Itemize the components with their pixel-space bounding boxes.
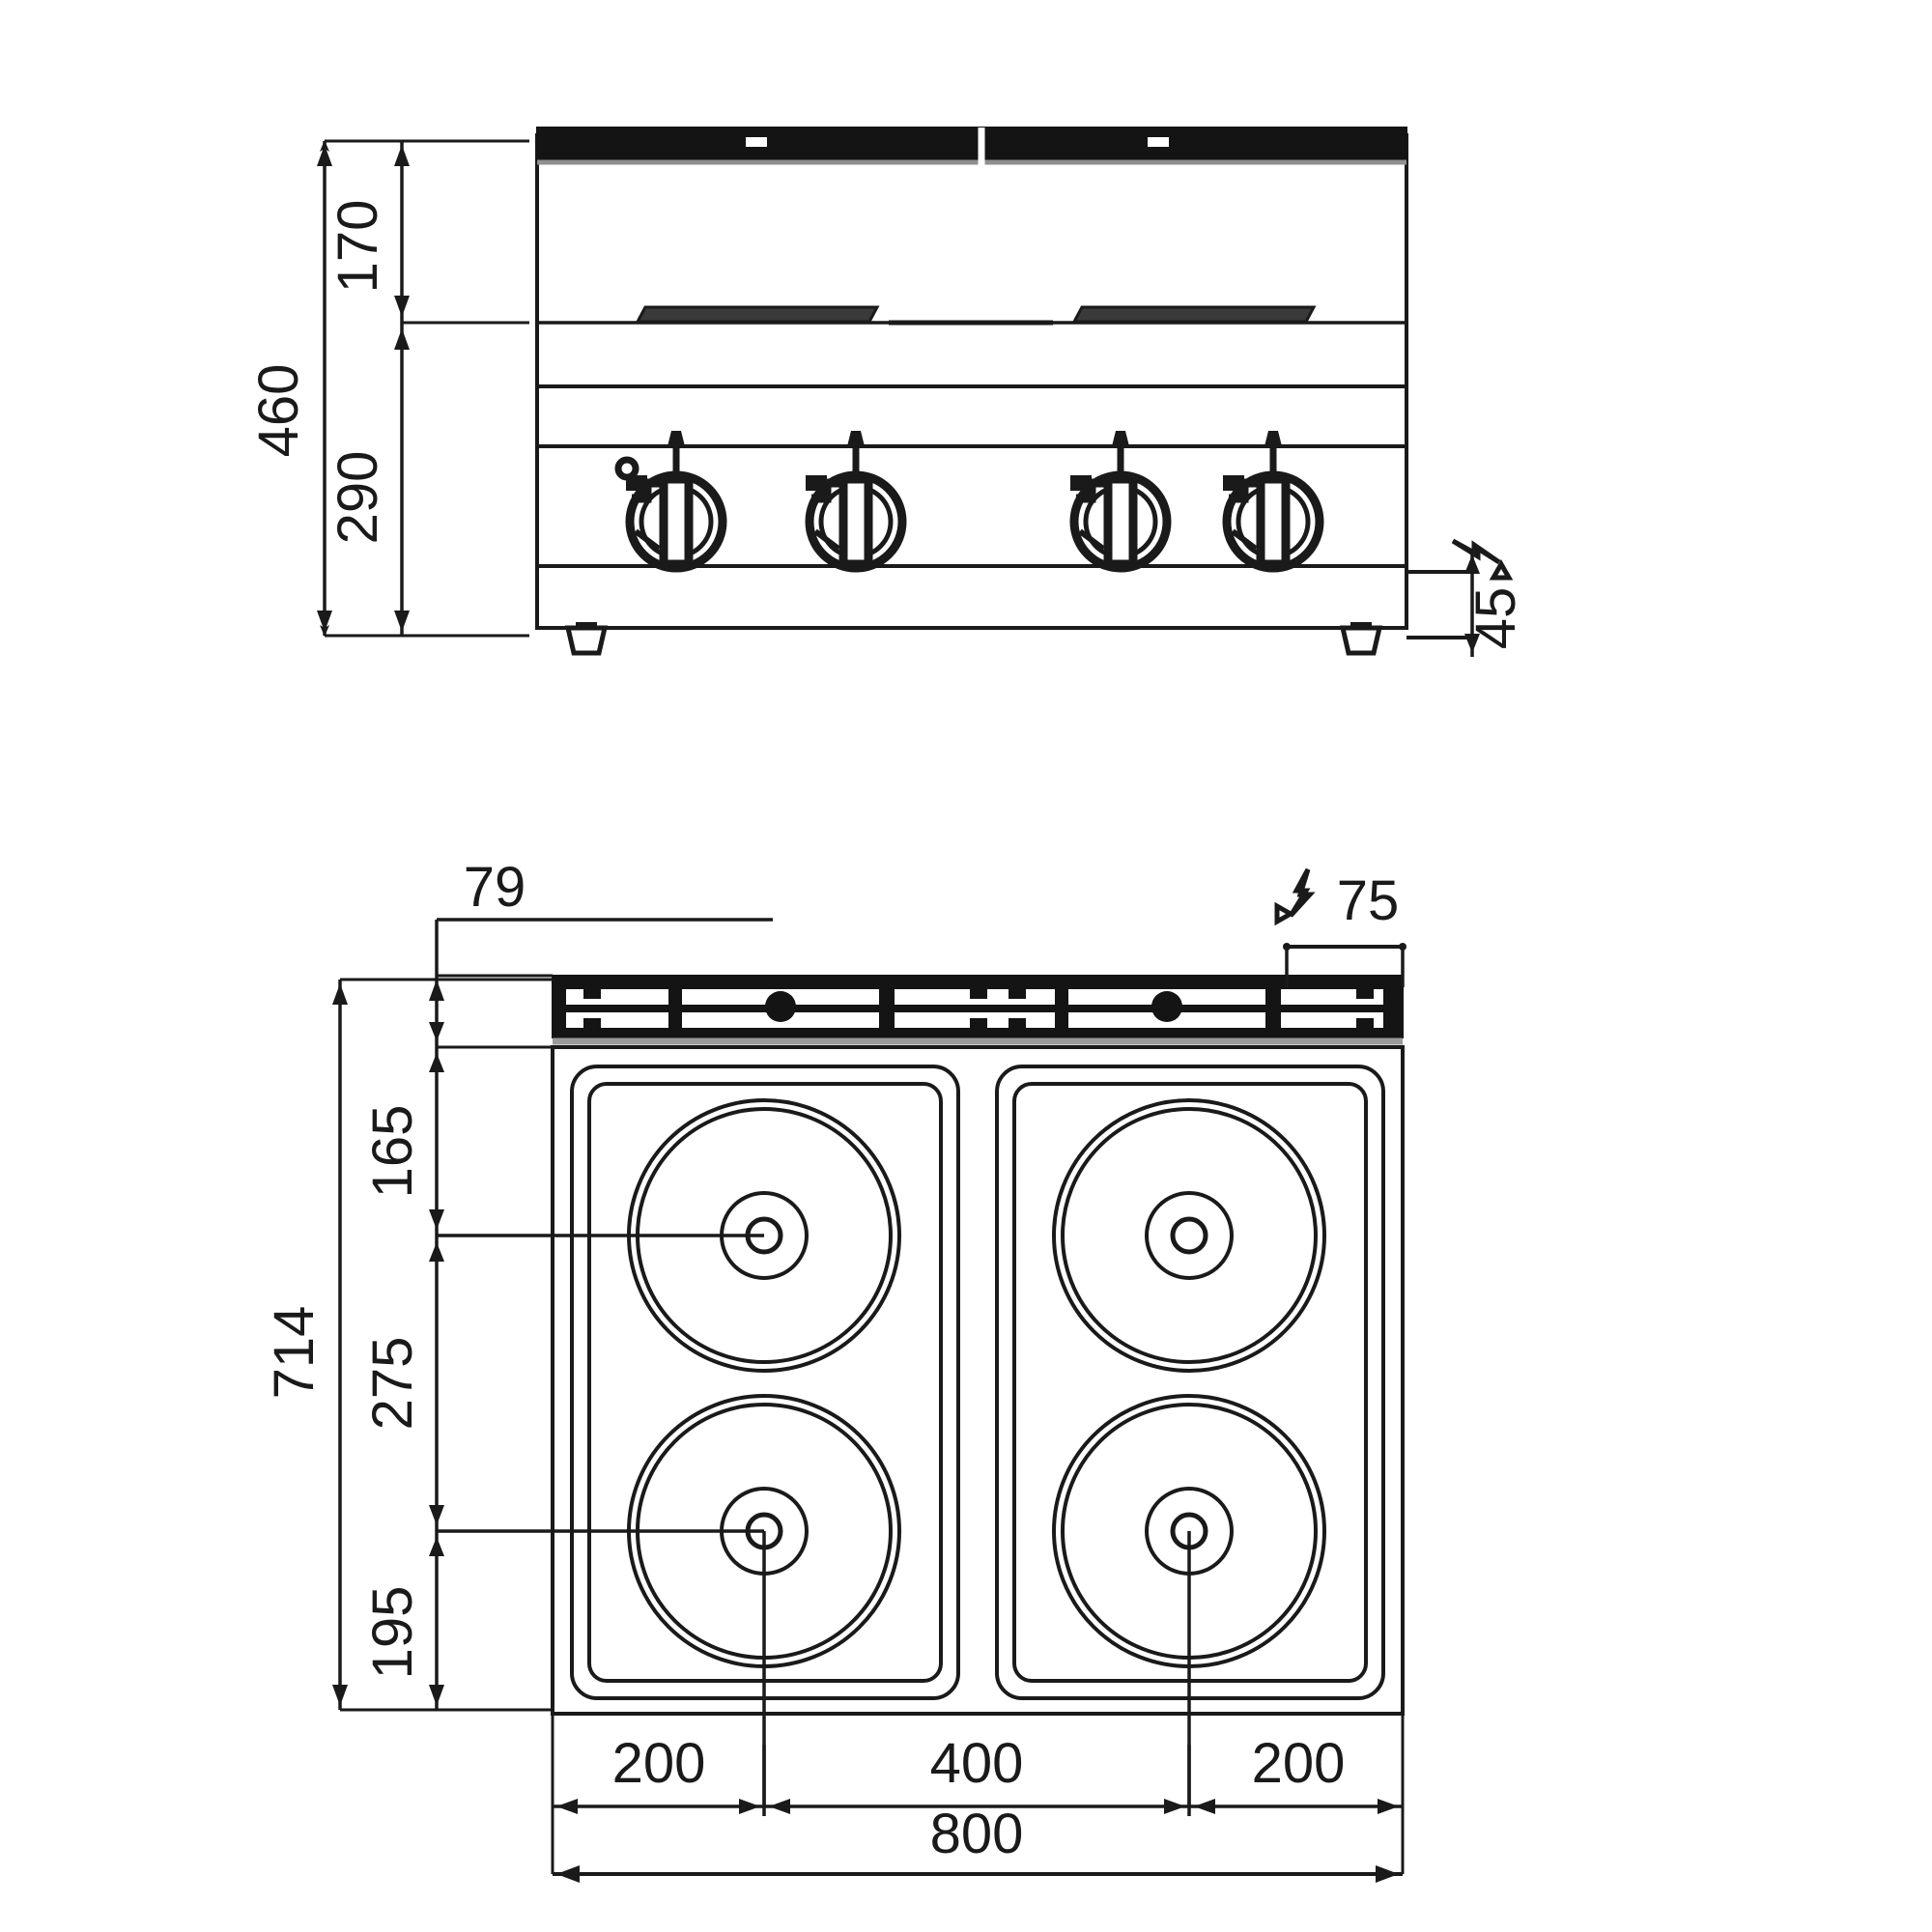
rear-rail-assembly — [552, 975, 1404, 1045]
dimension-170-290 — [394, 141, 529, 636]
dimension-chain-depth — [429, 976, 444, 1710]
dimension-label-79: 79 — [464, 856, 526, 919]
dimension-460 — [317, 139, 529, 638]
top-rail-bar — [536, 127, 1407, 161]
hotplate — [1052, 1098, 1326, 1373]
dimension-label-714: 714 — [263, 1306, 326, 1400]
dimension-800 — [553, 1865, 1403, 1883]
dimension-label-75: 75 — [1337, 869, 1400, 932]
rail-fastener — [1148, 137, 1169, 147]
top-plan-view — [332, 867, 1406, 1883]
dimension-label-195: 195 — [361, 1586, 424, 1680]
dimension-label-200-right: 200 — [1252, 1732, 1346, 1795]
dimension-label-275: 275 — [361, 1337, 424, 1431]
dimension-label-460: 460 — [247, 364, 310, 458]
dimension-label-45: 45 — [1464, 587, 1527, 650]
dimension-75 — [1274, 867, 1406, 987]
dimension-chain-width — [553, 1745, 1403, 1816]
dimension-label-170: 170 — [327, 200, 389, 294]
front-elevation-view — [317, 127, 1514, 657]
dimension-45 — [1406, 538, 1514, 657]
left-well-lip — [635, 305, 880, 324]
control-knob[interactable] — [625, 431, 1324, 573]
dimension-79 — [435, 918, 773, 976]
lightning-bolt-icon — [1274, 867, 1316, 926]
dimension-label-290: 290 — [327, 451, 389, 545]
dimension-714 — [332, 978, 553, 1712]
pilot-lamp-icon — [614, 456, 639, 481]
right-well-lip — [1071, 305, 1317, 324]
rail-fastener — [746, 137, 767, 147]
rail-band — [552, 975, 1404, 1038]
dimension-label-165: 165 — [361, 1105, 424, 1199]
front-cooktop-lips — [537, 305, 1406, 326]
dimension-label-400: 400 — [930, 1732, 1024, 1795]
lightning-bolt-icon — [1451, 538, 1514, 581]
adjustable-foot — [564, 622, 609, 656]
dimension-label-200-left: 200 — [612, 1732, 706, 1795]
adjustable-foot — [1339, 622, 1383, 656]
dimension-label-800: 800 — [930, 1803, 1024, 1865]
